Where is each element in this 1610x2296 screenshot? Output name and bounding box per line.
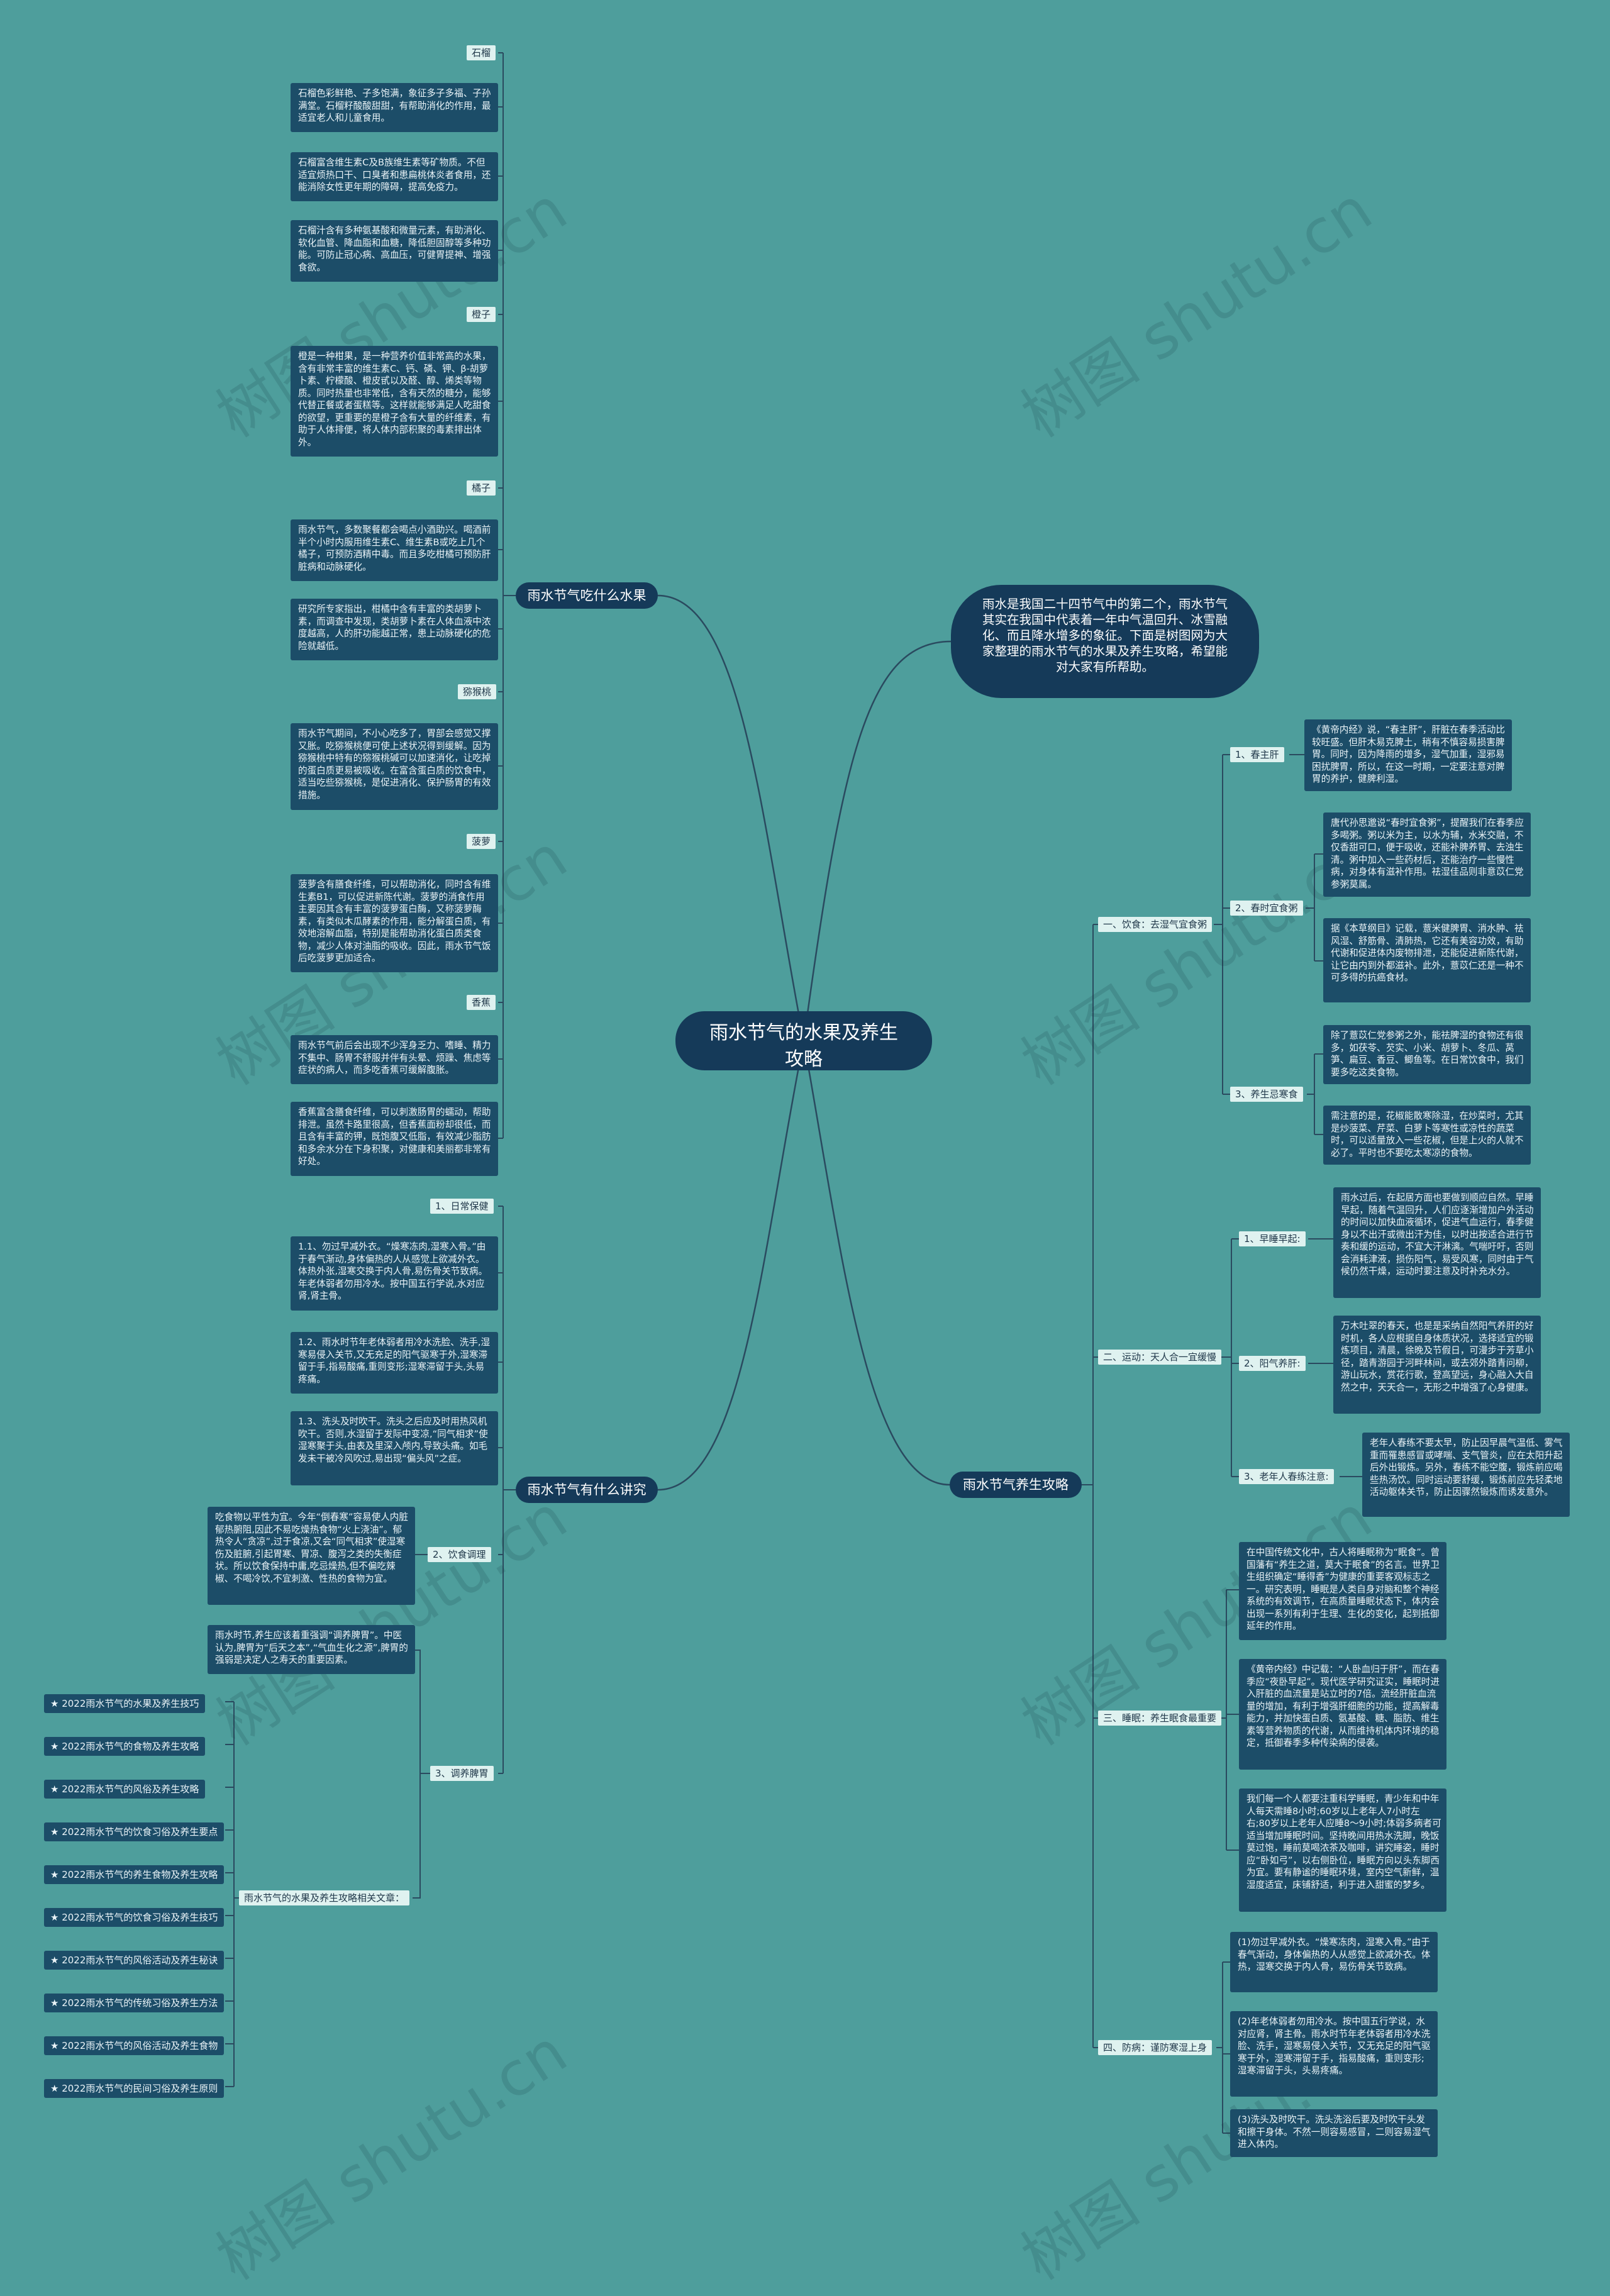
connector xyxy=(802,1040,950,1486)
related-title[interactable]: 雨水节气的水果及养生攻略相关文章： xyxy=(239,1890,410,1905)
leaf-ys-2a[interactable]: 雨水过后，在起居方面也要做到顺应自然。早睡早起，随着气温回升，人们应逐渐增加户外… xyxy=(1333,1187,1541,1298)
branch-jiangjiu[interactable]: 雨水节气有什么讲究 xyxy=(516,1477,658,1503)
connector-lines xyxy=(225,52,1362,2134)
leaf-ys-1a[interactable]: 《黄帝内经》说，“春主肝”，肝脏在春季活动比较旺盛。但肝木易克脾土，稍有不慎容易… xyxy=(1304,719,1512,791)
branch-yangsheng[interactable]: 雨水节气养生攻略 xyxy=(950,1472,1082,1498)
leaf-ys-1b-2[interactable]: 据《本草纲目》记载，薏米健脾胃、消水肿、祛风湿、舒筋骨、清肺热，它还有美容功效，… xyxy=(1323,918,1531,1002)
leaf-piwei[interactable]: 雨水时节,养生应该着重强调“调养脾胃”。中医认为,脾胃为“后天之本”,“气血生化… xyxy=(208,1625,415,1674)
leaf-ys-2b[interactable]: 万木吐翠的春天，也是是采纳自然阳气养肝的好时机，各人应根据自身体质状况，选择适宜… xyxy=(1333,1316,1541,1414)
leaf-ys-1c-2[interactable]: 需注意的是，花椒能散寒除湿，在炒菜时，尤其是炒菠菜、芹菜、白萝卜等寒性或凉性的蔬… xyxy=(1323,1106,1531,1165)
leaf-ys-3-2[interactable]: 《黄帝内经》中记载：“人卧血归于肝”，而在春季应“夜卧早起”。现代医学研究证实，… xyxy=(1239,1659,1446,1770)
ys-sub-2c[interactable]: 3、老年人春练注意: xyxy=(1239,1469,1334,1484)
connector xyxy=(415,1650,430,1774)
leaf-xiangjiao-1[interactable]: 雨水节气前后会出现不少浑身乏力、嗜睡、精力不集中、肠胃不舒服并伴有头晕、烦躁、焦… xyxy=(291,1035,498,1084)
root-topic[interactable]: 雨水节气的水果及养生攻略 xyxy=(675,1011,932,1070)
leaf-ys-1b-1[interactable]: 唐代孙思邈说“春时宜食粥”，提醒我们在春季应多喝粥。粥以米为主，以水为辅，水米交… xyxy=(1323,812,1531,897)
leaf-ys-1c-1[interactable]: 除了薏苡仁党参粥之外，能祛脾湿的食物还有很多，如茯苓、芡实、小米、胡萝卜、冬瓜、… xyxy=(1323,1025,1531,1084)
connector xyxy=(802,640,952,1041)
tag-shiliu[interactable]: 石榴 xyxy=(467,45,496,60)
ys-sub-1c[interactable]: 3、养生忌寒食 xyxy=(1230,1087,1303,1102)
leaf-xiangjiao-2[interactable]: 香蕉富含膳食纤维，可以刺激肠胃的蠕动，帮助排泄。虽然卡路里很高，但香蕉面粉却很低… xyxy=(291,1102,498,1176)
leaf-ys-4-1[interactable]: (1)勿过早减外衣。“燥寒冻肉，湿寒入骨。”由于春气渐动，身体偏热的人从感觉上欲… xyxy=(1230,1932,1438,1992)
tag-boluo[interactable]: 菠萝 xyxy=(467,834,496,849)
leaf-shiliu-1[interactable]: 石榴色彩鲜艳、子多饱满，象征多子多福、子孙满堂。石榴籽酸酸甜甜，有帮助消化的作用… xyxy=(291,83,498,132)
ys-sub-2a[interactable]: 1、早睡早起: xyxy=(1239,1231,1306,1246)
leaf-juzi-2[interactable]: 研究所专家指出，柑橘中含有丰富的类胡萝卜素，而调查中发现，类胡萝卜素在人体血液中… xyxy=(291,599,498,660)
tag-juzi[interactable]: 橘子 xyxy=(467,480,496,496)
branch-fruit[interactable]: 雨水节气吃什么水果 xyxy=(516,582,658,609)
ys-sub-3[interactable]: 三、睡眠：养生眠食最重要 xyxy=(1098,1711,1222,1726)
sub-yinshi[interactable]: 2、饮食调理 xyxy=(428,1547,491,1562)
related-article-link[interactable]: ★ 2022雨水节气的民间习俗及养生原则 xyxy=(44,2079,225,2098)
leaf-boluo[interactable]: 菠萝含有膳食纤维，可以帮助消化，同时含有维生素B1，可以促进新陈代谢。菠萝的消食… xyxy=(291,874,498,972)
sub-richang[interactable]: 1、日常保健 xyxy=(430,1199,494,1214)
tag-chengzi[interactable]: 橙子 xyxy=(467,307,496,322)
leaf-ys-4-3[interactable]: (3)洗头及时吹干。洗头洗浴后要及时吹干头发和擦干身体。不然一则容易感冒，二则容… xyxy=(1230,2109,1438,2157)
related-article-link[interactable]: ★ 2022雨水节气的风俗活动及养生秘诀 xyxy=(44,1951,225,1970)
leaf-ys-4-2[interactable]: (2)年老体弱者勿用冷水。按中国五行学说，水对应肾，肾主骨。雨水时节年老体弱者用… xyxy=(1230,2011,1438,2097)
intro-node[interactable]: 雨水是我国二十四节气中的第二个，雨水节气其实在我国中代表着一年中气温回升、冰雪融… xyxy=(951,585,1259,698)
ys-sub-2[interactable]: 二、运动：天人合一宜缓慢 xyxy=(1098,1350,1222,1365)
leaf-juzi-1[interactable]: 雨水节气，多数聚餐都会喝点小酒助兴。喝酒前半个小时内服用维生素C、维生素B或吃上… xyxy=(291,519,498,581)
ys-sub-1[interactable]: 一、饮食：去湿气宜食粥 xyxy=(1098,917,1213,932)
sub-piwei[interactable]: 3、调养脾胃 xyxy=(430,1766,494,1781)
leaf-richang-2[interactable]: 1.2、雨水时节年老体弱者用冷水洗脸、洗手,湿寒易侵入关节,又无充足的阳气驱寒于… xyxy=(291,1332,498,1394)
ys-sub-4[interactable]: 四、防病：谨防寒湿上身 xyxy=(1098,2040,1213,2055)
leaf-ys-3-3[interactable]: 我们每一个人都要注重科学睡眠，青少年和中年人每天需睡8小时;60岁以上老年人7小… xyxy=(1239,1789,1446,1912)
related-article-link[interactable]: ★ 2022雨水节气的食物及养生攻略 xyxy=(44,1737,206,1756)
connector xyxy=(657,1040,805,1491)
connector xyxy=(413,1773,421,1899)
leaf-richang-1[interactable]: 1.1、勿过早减外衣。“燥寒冻肉,湿寒入骨。”由于春气渐动,身体偏热的人从感觉上… xyxy=(291,1236,498,1311)
leaf-ys-3-1[interactable]: 在中国传统文化中，古人将睡眠称为“眠食”。曾国藩有“养生之道，莫大于眠食”的名言… xyxy=(1239,1542,1446,1640)
tag-xiangjiao[interactable]: 香蕉 xyxy=(467,995,496,1010)
leaf-shiliu-2[interactable]: 石榴富含维生素C及B族维生素等矿物质。不但适宜烦热口干、口臭者和患扁桃体炎者食用… xyxy=(291,152,498,201)
tag-mihoutao[interactable]: 猕猴桃 xyxy=(458,684,497,699)
related-article-link[interactable]: ★ 2022雨水节气的饮食习俗及养生要点 xyxy=(44,1822,225,1841)
connector xyxy=(1306,853,1323,962)
leaf-mihoutao[interactable]: 雨水节气期间，不小心吃多了，胃部会感觉又撑又胀。吃猕猴桃便可使上述状况得到缓解。… xyxy=(291,723,498,810)
connector xyxy=(657,594,805,1041)
related-article-link[interactable]: ★ 2022雨水节气的风俗及养生攻略 xyxy=(44,1780,206,1799)
related-article-link[interactable]: ★ 2022雨水节气的养生食物及养生攻略 xyxy=(44,1865,225,1884)
ys-sub-2b[interactable]: 2、阳气养肝: xyxy=(1239,1356,1306,1371)
related-article-link[interactable]: ★ 2022雨水节气的传统习俗及养生方法 xyxy=(44,1994,225,2012)
connector xyxy=(1307,1053,1323,1135)
leaf-yinshi[interactable]: 吃食物以平性为宜。今年“倒春寒”容易使人内脏郁热腑阻,因此不易吃燥热食物“火上浇… xyxy=(208,1507,415,1605)
related-article-link[interactable]: ★ 2022雨水节气的饮食习俗及养生技巧 xyxy=(44,1908,225,1927)
leaf-chengzi[interactable]: 橙是一种柑果，是一种营养价值非常高的水果，含有非常丰富的维生素C、钙、磷、钾、β… xyxy=(291,346,498,457)
ys-sub-1a[interactable]: 1、春主肝 xyxy=(1230,747,1284,762)
leaf-shiliu-3[interactable]: 石榴汁含有多种氨基酸和微量元素，有助消化、软化血管、降血脂和血糖，降低胆固醇等多… xyxy=(291,220,498,282)
ys-sub-1b[interactable]: 2、春时宜食粥 xyxy=(1230,901,1303,916)
related-article-link[interactable]: ★ 2022雨水节气的风俗活动及养生食物 xyxy=(44,2036,225,2055)
connector xyxy=(1308,1238,1362,1477)
leaf-richang-3[interactable]: 1.3、洗头及时吹干。洗头之后应及时用热风机吹干。否则,水湿留于发际中变凉,“同… xyxy=(291,1411,498,1485)
related-article-link[interactable]: ★ 2022雨水节气的水果及养生技巧 xyxy=(44,1694,206,1713)
leaf-ys-2c[interactable]: 老年人春练不要太早，防止因早晨气温低、雾气重而罹患感冒或哮喘、支气管炎，应在太阳… xyxy=(1362,1433,1570,1517)
